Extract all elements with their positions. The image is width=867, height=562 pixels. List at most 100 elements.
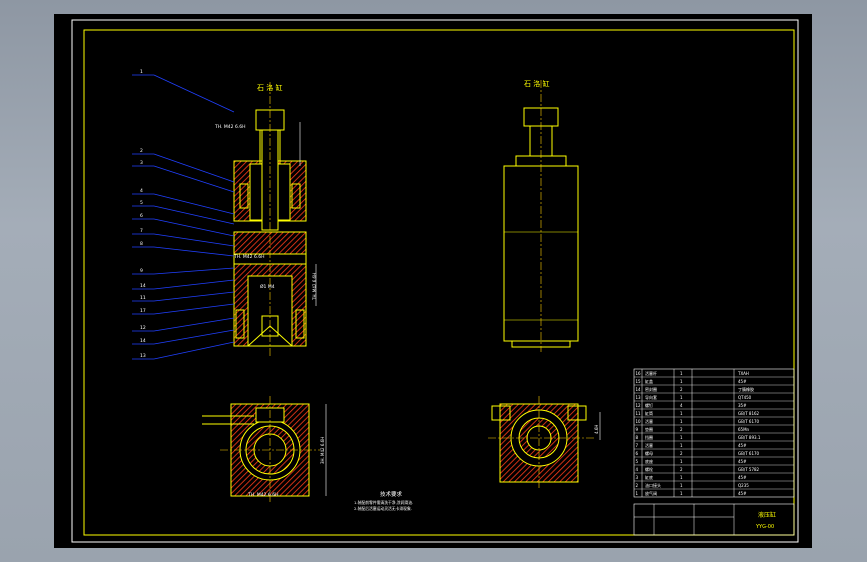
- bom-no: 15: [636, 379, 642, 384]
- right-view-label: 石 洛 缸: [524, 79, 549, 88]
- callout-number: 4: [140, 188, 143, 194]
- bom-name: 缸盖: [645, 378, 653, 384]
- dim-base-width: TH. M42 6.6H: [247, 492, 279, 498]
- bom-name: 放气阀: [645, 490, 657, 496]
- bom-name: 螺母: [645, 450, 653, 456]
- bom-qty: 1: [680, 411, 683, 416]
- bom-no: 10: [636, 419, 642, 424]
- bom-material: 45#: [738, 459, 747, 464]
- bom-qty: 2: [680, 451, 683, 456]
- drawing-canvas[interactable]: 石 洛 缸 石 洛 缸: [54, 14, 812, 548]
- bom-material: 45#: [738, 475, 747, 480]
- callout-number: 9: [140, 268, 143, 274]
- bom-material: GB/T 8162: [738, 411, 760, 416]
- bom-qty: 2: [680, 387, 683, 392]
- callout-leader: [153, 329, 235, 345]
- callout-leader: [153, 303, 235, 315]
- bom-qty: 4: [680, 403, 683, 408]
- bom-material: GB/T 6170: [738, 451, 760, 456]
- bom-name: 活塞: [645, 418, 653, 424]
- plan-view-left: 3H. M42 6.6H TH. M42 6.6H: [202, 396, 327, 504]
- callout-number: 12: [140, 325, 146, 331]
- dim-mid: TH. M42 6.6H: [233, 254, 265, 260]
- bom-name: 导向套: [645, 394, 657, 400]
- callout-number: 2: [140, 148, 143, 154]
- bom-material: TXAH: [737, 371, 749, 376]
- callout-number: 8: [140, 241, 143, 247]
- bom-material: 45#: [738, 491, 747, 496]
- callout-leader: [153, 153, 235, 183]
- bom-material: 丁腈橡胶: [738, 386, 754, 392]
- bom-qty: 1: [680, 419, 683, 424]
- bom-name: 活塞: [645, 442, 653, 448]
- bom-name: 缸底: [645, 474, 653, 480]
- bom-qty: 1: [680, 483, 683, 488]
- callout-number: 5: [140, 200, 143, 206]
- bom-qty: 2: [680, 467, 683, 472]
- bom-no: 16: [636, 371, 642, 376]
- bom-no: 9: [636, 427, 639, 432]
- bom-name: 密封圈: [645, 386, 657, 392]
- bom-material: GB/T 5782: [738, 467, 760, 472]
- drawing-number: YYG-00: [755, 524, 774, 530]
- callout-leader: [153, 279, 235, 290]
- lug-right: [567, 405, 587, 421]
- bom-qty: 1: [680, 395, 683, 400]
- callout-number: 7: [140, 228, 143, 234]
- bom-qty: 1: [680, 475, 683, 480]
- bom-qty: 1: [680, 443, 683, 448]
- outer-frame: [71, 19, 799, 543]
- bom-material: QT450: [738, 395, 752, 400]
- bom-no: 7: [636, 443, 639, 448]
- dim-top: TH. M42 6.6H: [214, 124, 246, 130]
- callout-leader: [153, 233, 235, 247]
- bom-qty: 1: [680, 379, 683, 384]
- bom-material: GB/T 893.1: [738, 435, 761, 440]
- callout-leader: [153, 291, 235, 302]
- callout-leader: [153, 74, 235, 113]
- callout-leader: [153, 246, 235, 257]
- bom-no: 11: [636, 411, 642, 416]
- bom-no: 6: [636, 451, 639, 456]
- bom-material: GB/T 6170: [738, 419, 760, 424]
- bom-material: 45#: [738, 443, 747, 448]
- callout-number: 14: [140, 338, 146, 344]
- callout-number: 6: [140, 213, 143, 219]
- callout-number: 17: [140, 308, 146, 314]
- section-view-left: TH. M42 6.6H TH. M42 6.6H Ø1 M4 TH. M42 …: [214, 82, 317, 356]
- bom-name: 缸筒: [645, 410, 653, 416]
- bom-qty: 1: [680, 435, 683, 440]
- bom-material: 65Mn: [738, 427, 750, 432]
- callout-number: 11: [140, 295, 146, 301]
- callout-leader: [153, 267, 235, 275]
- bom-no: 14: [636, 387, 642, 392]
- head-bolt-left: [239, 183, 249, 209]
- bom-name: 垫圈: [645, 426, 653, 432]
- callout-leader: [153, 317, 235, 332]
- lug-left: [491, 405, 511, 421]
- bom-no: 3: [636, 475, 639, 480]
- notes-line-1: 1.装配前零件需清洗干净,涂润滑油.: [354, 500, 413, 505]
- bom-name: 螺钉: [645, 402, 653, 408]
- bom-name: 螺栓: [645, 466, 653, 472]
- bom-material: Q235: [738, 483, 749, 488]
- callout-leader: [153, 205, 235, 225]
- callout-leader: [153, 218, 235, 237]
- bottom-bolt-right: [295, 309, 305, 339]
- bom-name: 油口接头: [645, 482, 661, 488]
- bom-qty: 1: [680, 459, 683, 464]
- bom-name: 活塞杆: [645, 370, 657, 376]
- title-block: 液压缸 YYG-00: [633, 503, 795, 536]
- callout-number: 13: [140, 353, 146, 359]
- bom-no: 1: [636, 491, 639, 496]
- dim-side-height: TH. M42 6.6H: [312, 273, 317, 301]
- bom-material: 45#: [738, 379, 747, 384]
- dim-right-base-height: 4.6H: [594, 425, 599, 434]
- head-bolt-right: [291, 183, 301, 209]
- inner-frame: [83, 29, 795, 536]
- bom-no: 2: [636, 483, 639, 488]
- bom-name: 挡圈: [645, 434, 653, 440]
